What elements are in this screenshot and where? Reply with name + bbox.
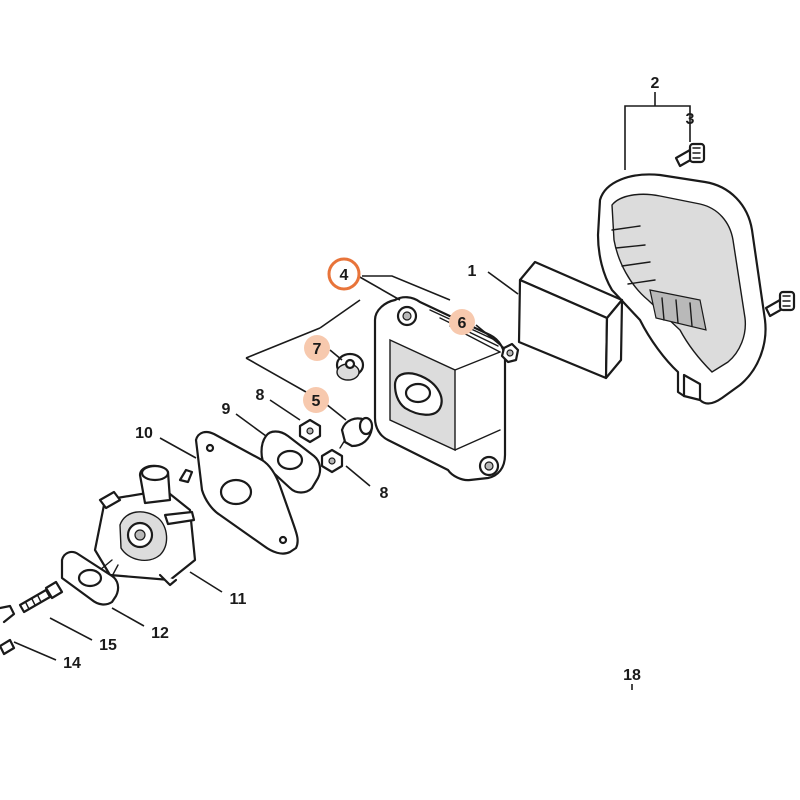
filter-base-icon — [373, 296, 507, 482]
callout-4: 4 — [340, 267, 349, 284]
filter-cover-icon — [596, 173, 767, 405]
highlight-dot-7 — [304, 335, 330, 361]
callout-9: 9 — [222, 401, 231, 418]
callout-10: 10 — [135, 425, 153, 442]
callout-8-upper: 8 — [256, 387, 265, 404]
air-filter-icon — [517, 260, 624, 380]
callout-7: 7 — [313, 341, 322, 358]
callout-2: 2 — [651, 75, 660, 92]
carburetor-icon — [93, 464, 197, 587]
highlight-ring-4 — [327, 257, 361, 291]
callout-8-lower: 8 — [380, 485, 389, 502]
highlight-dot-6 — [449, 309, 475, 335]
screw-icon — [0, 638, 16, 656]
callout-3: 3 — [686, 111, 695, 128]
screw-icon — [764, 290, 796, 318]
nut-icon — [320, 448, 344, 474]
callout-1: 1 — [468, 263, 477, 280]
callout-5: 5 — [312, 393, 321, 410]
callout-15: 15 — [99, 637, 117, 654]
screw-icon — [674, 142, 706, 168]
bolt-icon — [18, 580, 64, 614]
clip-icon — [0, 604, 16, 624]
callout-12: 12 — [151, 625, 169, 642]
nut-icon — [298, 418, 322, 444]
callout-14: 14 — [63, 655, 81, 672]
gasket-plate-icon — [194, 430, 299, 555]
callout-18: 18 — [623, 667, 641, 684]
leader-lines — [13, 92, 691, 690]
callout-6: 6 — [458, 315, 467, 332]
callout-labels: 2 3 1 4 6 7 5 8 8 9 10 11 12 15 14 18 — [63, 75, 694, 684]
sleeve-icon — [335, 352, 365, 381]
callout-11: 11 — [230, 591, 247, 608]
nut-icon — [500, 342, 520, 364]
highlight-dot-5 — [303, 387, 329, 413]
gasket-icon — [60, 550, 120, 606]
elbow-connector-icon — [339, 416, 374, 449]
